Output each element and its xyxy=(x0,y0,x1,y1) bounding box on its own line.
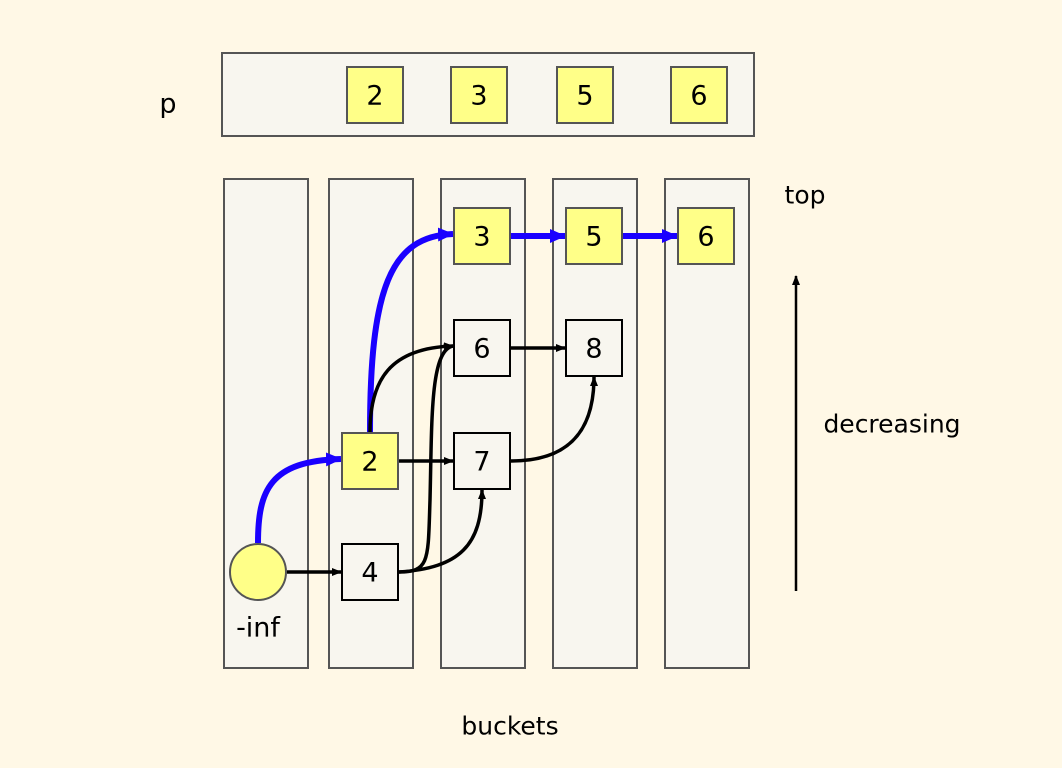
neg-inf-node xyxy=(229,543,287,601)
node-ninf xyxy=(229,543,287,601)
buckets-label: buckets xyxy=(461,712,558,741)
edge-n4-n7 xyxy=(398,489,486,574)
node-value: 7 xyxy=(473,447,490,478)
node-n5: 5 xyxy=(565,207,623,265)
node-value: 3 xyxy=(473,222,490,253)
decreasing-label: decreasing xyxy=(823,410,960,439)
edge-n7-n8 xyxy=(510,376,598,463)
node-value: 6 xyxy=(697,222,714,253)
node-n6b: 6 xyxy=(677,207,735,265)
p-cell-value: 5 xyxy=(576,81,593,112)
p-cell-value: 3 xyxy=(470,81,487,112)
node-value: 8 xyxy=(585,334,602,365)
p-cell: 2 xyxy=(346,66,404,124)
node-n2: 2 xyxy=(341,432,399,490)
node-value: 4 xyxy=(361,558,378,589)
node-value: 6 xyxy=(473,334,490,365)
node-n6a: 6 xyxy=(453,319,511,377)
node-value: 5 xyxy=(585,222,602,253)
node-n4: 4 xyxy=(341,543,399,601)
p-cell: 6 xyxy=(670,66,728,124)
edge-n4-n6a xyxy=(398,343,454,574)
edge-n2-n6a xyxy=(368,342,454,433)
node-n7: 7 xyxy=(453,432,511,490)
node-n8: 8 xyxy=(565,319,623,377)
p-cell: 3 xyxy=(450,66,508,124)
neg-inf-label: -inf xyxy=(236,613,281,644)
p-cell-value: 6 xyxy=(690,81,707,112)
edge-ninf-n2 xyxy=(255,452,342,544)
edge-n2-n3 xyxy=(367,227,454,433)
node-value: 2 xyxy=(361,447,378,478)
p-cell: 5 xyxy=(556,66,614,124)
p-cell-value: 2 xyxy=(366,81,383,112)
p-array-label: p xyxy=(159,89,176,120)
node-n3: 3 xyxy=(453,207,511,265)
top-label: top xyxy=(785,181,826,210)
